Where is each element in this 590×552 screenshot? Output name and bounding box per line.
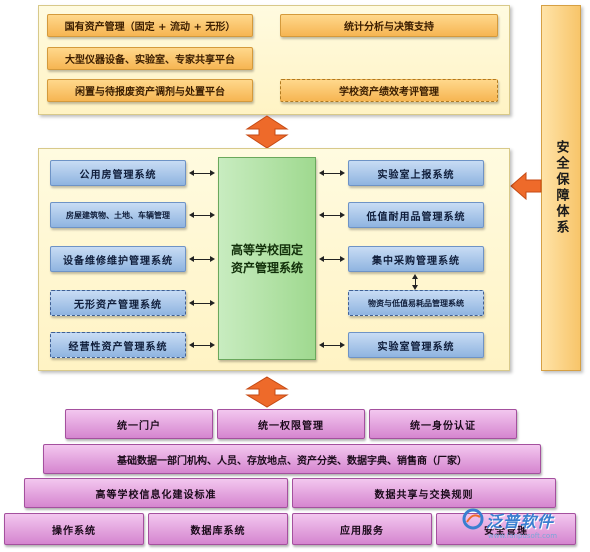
basic-data-bar: 基础数据一部门机构、人员、存放地点、资产分类、数据字典、销售商（厂家） — [43, 444, 541, 474]
right-system-5: 实验室管理系统 — [348, 332, 484, 358]
up-down-arrow-top — [245, 115, 289, 149]
operating-system: 操作系统 — [4, 513, 144, 545]
disposal-platform-box: 闲置与待报废资产调剂与处置平台 — [47, 79, 253, 102]
connector-vertical-right — [412, 274, 418, 290]
sharing-platform-box: 大型仪器设备、实验室、专家共享平台 — [47, 47, 253, 70]
left-arrow-security — [510, 171, 542, 201]
right-system-2: 低值耐用品管理系统 — [348, 202, 484, 228]
it-standard: 高等学校信息化建设标准 — [24, 478, 288, 508]
right-system-3: 集中采购管理系统 — [348, 246, 484, 272]
application-service: 应用服务 — [292, 513, 432, 545]
connector-right-5 — [319, 342, 345, 348]
connector-right-2 — [319, 212, 345, 218]
asset-management-box: 国有资产管理（固定 + 流动 + 无形） — [47, 14, 253, 37]
stats-decision-box: 统计分析与决策支持 — [280, 14, 498, 37]
security-management: 安全管理 — [436, 513, 576, 545]
database-system: 数据库系统 — [148, 513, 288, 545]
fanpu-logo-icon — [462, 508, 484, 530]
connector-left-3 — [189, 256, 215, 262]
unified-identity: 统一身份认证 — [369, 409, 517, 439]
watermark-brand: 泛普软件 — [486, 512, 555, 531]
connector-right-1 — [319, 170, 345, 176]
connector-left-1 — [189, 170, 215, 176]
data-sharing-rules: 数据共享与交换规则 — [292, 478, 556, 508]
connector-right-3 — [319, 256, 345, 262]
connector-left-4 — [189, 300, 215, 306]
security-system-box: 安全保障体系 — [541, 5, 581, 371]
left-system-4: 无形资产管理系统 — [50, 290, 186, 316]
security-label: 安全保障体系 — [553, 140, 569, 236]
unified-portal: 统一门户 — [65, 409, 213, 439]
connector-left-2 — [189, 212, 215, 218]
left-system-5: 经营性资产管理系统 — [50, 332, 186, 358]
watermark: 泛普软件 www.fanpusoft.com — [462, 506, 586, 548]
watermark-url: www.fanpusoft.com — [488, 532, 558, 540]
left-system-2: 房屋建筑物、土地、车辆管理 — [50, 202, 186, 228]
performance-eval-box: 学校资产绩效考评管理 — [280, 79, 498, 102]
up-down-arrow-bottom — [245, 376, 289, 408]
unified-permission: 统一权限管理 — [217, 409, 365, 439]
right-system-1: 实验室上报系统 — [348, 160, 484, 186]
right-system-4: 物资与低值易耗品管理系统 — [348, 290, 484, 316]
core-system-label: 高等学校固定资产管理系统 — [230, 242, 303, 275]
left-system-1: 公用房管理系统 — [50, 160, 186, 186]
left-system-3: 设备维修维护管理系统 — [50, 246, 186, 272]
fixed-asset-core-system: 高等学校固定资产管理系统 — [218, 157, 316, 360]
connector-left-5 — [189, 342, 215, 348]
